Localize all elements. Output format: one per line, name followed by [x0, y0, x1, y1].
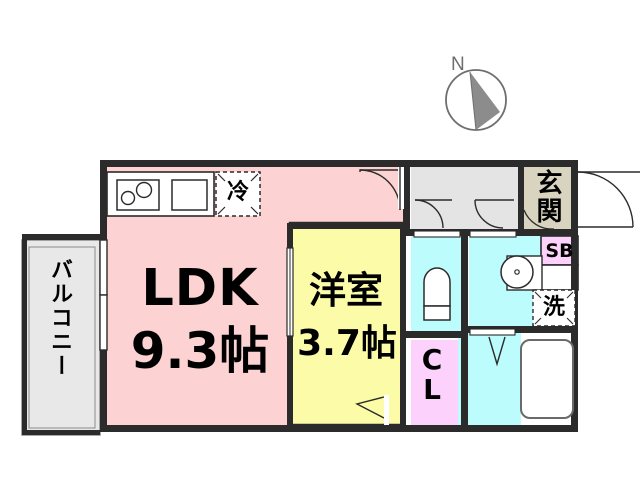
- compass-rose: [445, 69, 507, 131]
- ldk-door: [359, 167, 404, 211]
- room-hallway-fill-2: [456, 167, 522, 229]
- washroom-door-threshold: [469, 230, 517, 238]
- stove-burner-large: [135, 181, 153, 199]
- washbasin-icon: [500, 255, 543, 291]
- compass-north-label: N: [451, 54, 465, 75]
- washing-machine-corner-marks: [534, 291, 574, 325]
- refrigerator-corner-marks: [217, 173, 259, 215]
- room-area-washitsu: 3.7帖: [297, 323, 397, 364]
- room-label-genkan: 玄関: [532, 169, 562, 225]
- room-genkan-fill: [524, 167, 578, 229]
- room-label-closet-l: L: [423, 373, 441, 406]
- washing-machine-space: [532, 289, 576, 327]
- room-area-ldk: 9.3帖: [130, 322, 270, 380]
- toilet-bowl-icon: [423, 267, 451, 321]
- hallway-door-left: [414, 199, 452, 229]
- kitchen-sink-icon: [171, 179, 208, 211]
- room-label-balcony: バルコニー: [47, 258, 72, 378]
- closet-door-panel: [384, 395, 389, 425]
- room-closet-fill: [411, 340, 464, 425]
- bathtub-icon: [520, 339, 574, 419]
- hallway-door-right: [474, 199, 514, 229]
- bath-door-threshold: [469, 328, 516, 336]
- room-label-closet-c: C: [421, 343, 443, 376]
- fixture-label-refrigerator: 冷: [226, 180, 249, 205]
- bath-folding-door: [488, 336, 506, 367]
- room-ldk-fill-top: [251, 167, 403, 229]
- stove-burner-small: [120, 190, 136, 206]
- room-label-ldk: LDK: [141, 259, 259, 318]
- entrance-door: [523, 171, 640, 230]
- toilet-door-threshold: [413, 230, 461, 238]
- room-label-washitsu: 洋室: [309, 269, 383, 312]
- washitsu-window: [286, 247, 294, 337]
- closet-door-marker: [355, 396, 385, 419]
- balcony-sliding-door: [99, 239, 108, 351]
- room-balcony-inner: [28, 246, 96, 429]
- room-label-shoebox: SB: [545, 240, 574, 262]
- fixture-label-washing-machine: 洗: [542, 295, 565, 320]
